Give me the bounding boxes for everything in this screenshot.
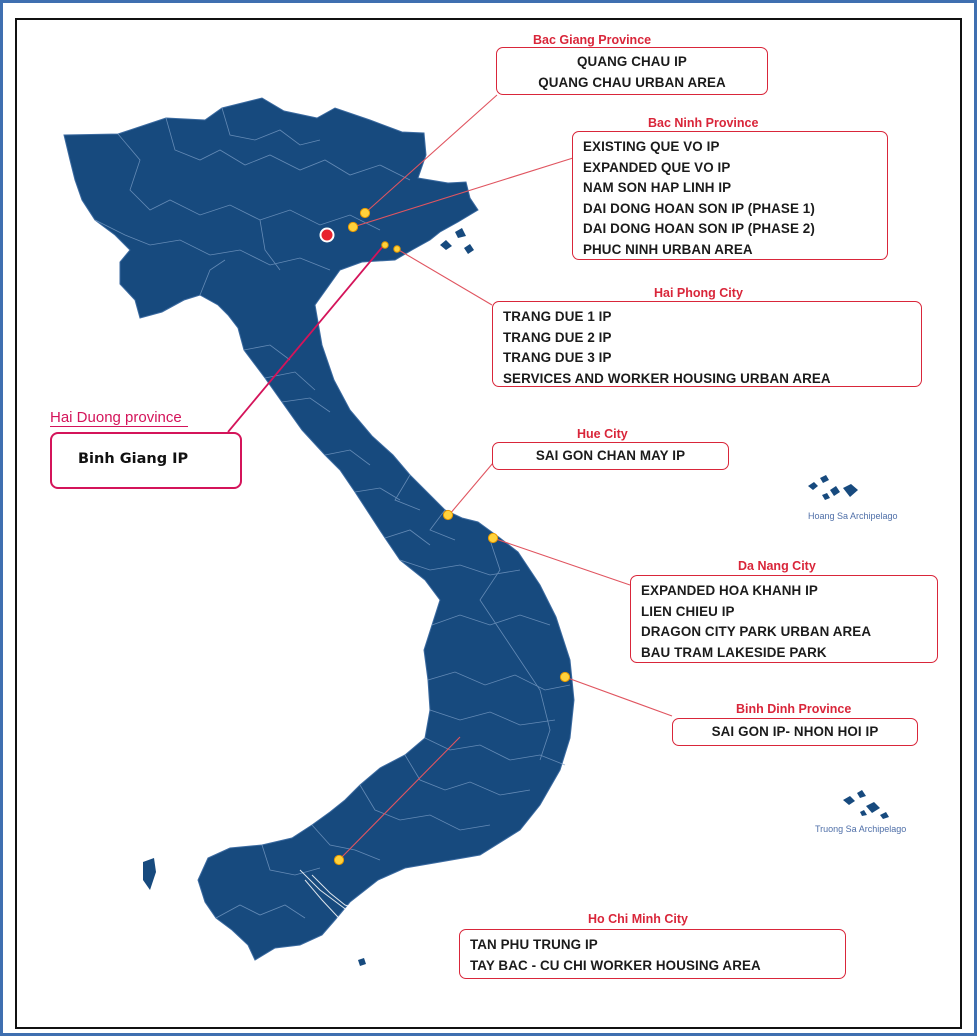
hai-duong-title: Hai Duong province <box>50 409 188 427</box>
hai-phong-box: TRANG DUE 1 IP TRANG DUE 2 IP TRANG DUE … <box>492 301 922 387</box>
con-dao-island <box>358 958 366 966</box>
bac-giang-item: QUANG CHAU IP <box>577 54 687 69</box>
hue-title: Hue City <box>577 427 628 441</box>
hai-duong-marker <box>319 227 335 243</box>
da-nang-item: LIEN CHIEU IP <box>641 603 735 619</box>
bac-ninh-title: Bac Ninh Province <box>648 116 759 130</box>
hcmc-item: TAY BAC - CU CHI WORKER HOUSING AREA <box>470 957 761 973</box>
da-nang-title: Da Nang City <box>738 559 816 573</box>
bac-giang-title: Bac Giang Province <box>533 33 652 47</box>
binh-dinh-title: Binh Dinh Province <box>736 702 852 716</box>
marker-bac-ninh <box>347 221 359 233</box>
halong-islands <box>440 228 474 254</box>
bac-ninh-box: EXISTING QUE VO IP EXPANDED QUE VO IP NA… <box>572 131 888 260</box>
hcmc-title: Ho Chi Minh City <box>588 912 688 926</box>
marker-bac-giang <box>359 207 371 219</box>
hai-phong-item: TRANG DUE 2 IP <box>503 329 612 345</box>
bac-ninh-item: PHUC NINH URBAN AREA <box>583 241 753 257</box>
marker-hue <box>442 509 454 521</box>
bac-ninh-item: EXISTING QUE VO IP <box>583 139 720 154</box>
connector-lines <box>338 94 673 861</box>
truong-sa-islands <box>843 790 889 819</box>
phu-quoc-island <box>143 858 156 890</box>
hai-phong-title: Hai Phong City <box>654 286 743 300</box>
hai-phong-item: TRANG DUE 1 IP <box>503 309 612 324</box>
da-nang-box: EXPANDED HOA KHANH IP LIEN CHIEU IP DRAG… <box>630 575 938 663</box>
hai-duong-item: Binh Giang IP <box>78 451 189 467</box>
bac-ninh-item: DAI DONG HOAN SON IP (PHASE 2) <box>583 221 815 236</box>
vietnam-landmass <box>63 97 575 961</box>
hoang-sa-islands <box>808 475 858 500</box>
hai-phong-item: TRANG DUE 3 IP <box>503 350 612 365</box>
bac-ninh-item: EXPANDED QUE VO IP <box>583 159 731 175</box>
bac-giang-box: QUANG CHAU IP QUANG CHAU URBAN AREA <box>496 47 768 95</box>
binh-dinh-item: SAI GON IP- NHON HOI IP <box>711 724 879 739</box>
truong-sa-label: Truong Sa Archipelago <box>815 824 907 834</box>
mekong-rivers <box>299 869 369 931</box>
inner-frame <box>15 18 962 1029</box>
binh-dinh-box: SAI GON IP- NHON HOI IP <box>672 718 918 746</box>
province-borders <box>94 107 571 919</box>
hcmc-item: TAN PHU TRUNG IP <box>470 937 598 952</box>
hue-item: SAI GON CHAN MAY IP <box>535 448 686 463</box>
hai-duong-box: Binh Giang IP <box>50 432 242 489</box>
bac-ninh-item: NAM SON HAP LINH IP <box>583 180 732 195</box>
marker-hcmc <box>333 854 345 866</box>
hoang-sa-label: Hoang Sa Archipelago <box>808 511 898 521</box>
bac-giang-item: QUANG CHAU URBAN AREA <box>538 74 726 90</box>
location-markers <box>333 207 571 866</box>
hue-box: SAI GON CHAN MAY IP <box>492 442 729 470</box>
hcmc-box: TAN PHU TRUNG IP TAY BAC - CU CHI WORKER… <box>459 929 846 979</box>
marker-hai-phong <box>393 245 401 253</box>
bac-ninh-item: DAI DONG HOAN SON IP (PHASE 1) <box>583 200 815 216</box>
hai-phong-item: SERVICES AND WORKER HOUSING URBAN AREA <box>503 370 831 386</box>
da-nang-item: EXPANDED HOA KHANH IP <box>641 583 818 598</box>
hai-duong-connector <box>227 244 385 433</box>
marker-da-nang <box>487 532 499 544</box>
marker-binh-dinh <box>559 671 571 683</box>
marker-hai-duong <box>381 241 389 249</box>
da-nang-item: BAU TRAM LAKESIDE PARK <box>641 644 827 660</box>
da-nang-item: DRAGON CITY PARK URBAN AREA <box>641 624 872 639</box>
